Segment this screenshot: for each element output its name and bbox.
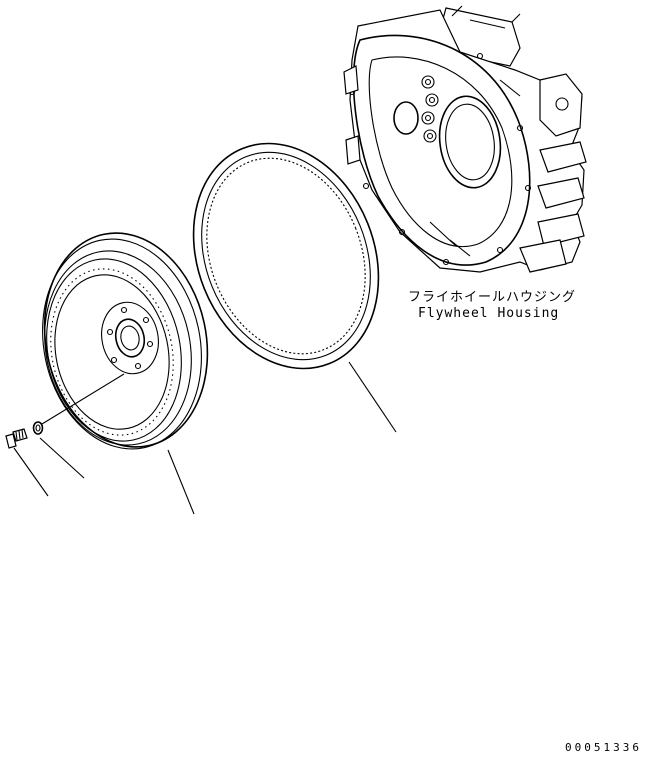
washer-icon — [32, 421, 44, 435]
housing-label-english: Flywheel Housing — [418, 306, 559, 321]
ring-gear-leader — [348, 361, 397, 433]
assembly-axis-line — [41, 373, 125, 425]
flywheel-housing-icon — [343, 5, 587, 273]
bolt-icon — [5, 428, 28, 449]
ring-gear-icon — [192, 142, 380, 370]
reference-number: 00051336 — [565, 741, 642, 754]
flywheel-leader — [167, 449, 195, 515]
flywheel-icon — [42, 232, 209, 450]
washer-leader — [39, 437, 85, 479]
housing-label-japanese: フライホイールハウジング — [408, 290, 576, 305]
bolt-leader — [13, 447, 49, 497]
